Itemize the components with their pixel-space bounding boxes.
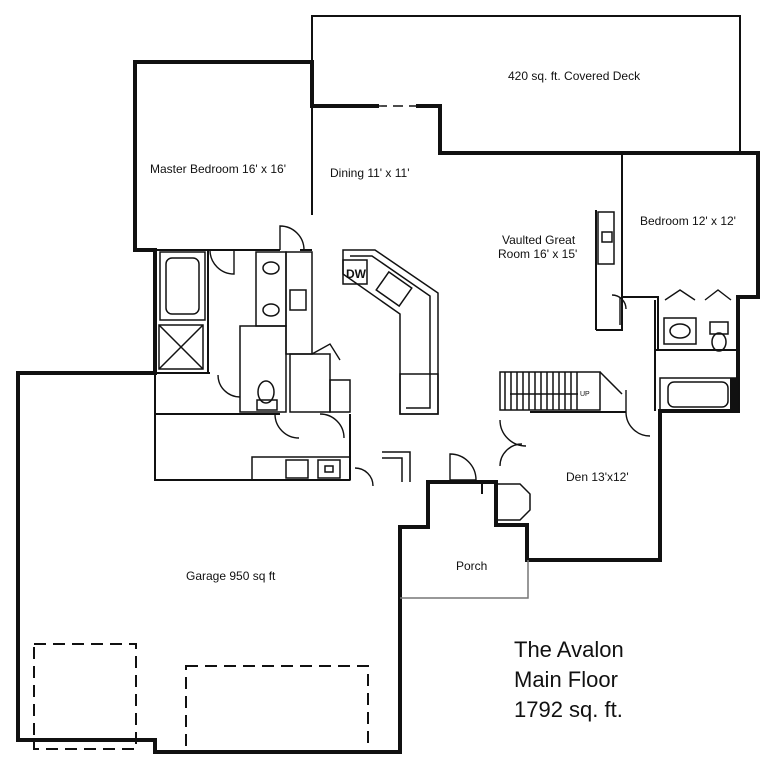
- title-block: The Avalon Main Floor 1792 sq. ft.: [514, 637, 624, 722]
- doors: [209, 105, 732, 487]
- laundry: [251, 451, 411, 482]
- bedroom-label: Bedroom 12' x 12': [640, 214, 736, 228]
- dishwasher-label: DW: [346, 267, 367, 281]
- master-bedroom-label: Master Bedroom 16' x 16': [150, 162, 286, 176]
- square-footage: 1792 sq. ft.: [514, 697, 623, 722]
- den-label: Den 13'x12': [566, 470, 629, 484]
- dishwasher: [342, 259, 368, 285]
- great-room-label-line1: Vaulted Great: [502, 233, 576, 247]
- covered-deck: [311, 15, 741, 154]
- garage-doors: [33, 643, 369, 753]
- den-closet: [498, 483, 531, 521]
- master-bath: [158, 251, 287, 413]
- great-room-label-line2: Room 16' x 15': [498, 247, 577, 261]
- bathtub: [159, 251, 206, 321]
- plan-name: The Avalon: [514, 637, 624, 662]
- covered-deck-label: 420 sq. ft. Covered Deck: [508, 69, 641, 83]
- garage-label: Garage 950 sq ft: [186, 569, 276, 583]
- closet: [239, 325, 287, 413]
- dining-label: Dining 11' x 11': [330, 166, 410, 180]
- porch-label: Porch: [456, 559, 487, 573]
- vanity: [255, 251, 287, 327]
- fireplace: [597, 211, 615, 265]
- stairs: UP: [499, 371, 623, 411]
- kitchen: DW: [285, 249, 439, 415]
- stairs-direction-label: UP: [580, 391, 590, 398]
- shower: [158, 324, 204, 370]
- toilet: [257, 380, 275, 404]
- floor-name: Main Floor: [514, 667, 618, 692]
- porch-outline: [400, 560, 529, 599]
- hall-bath: [659, 317, 739, 412]
